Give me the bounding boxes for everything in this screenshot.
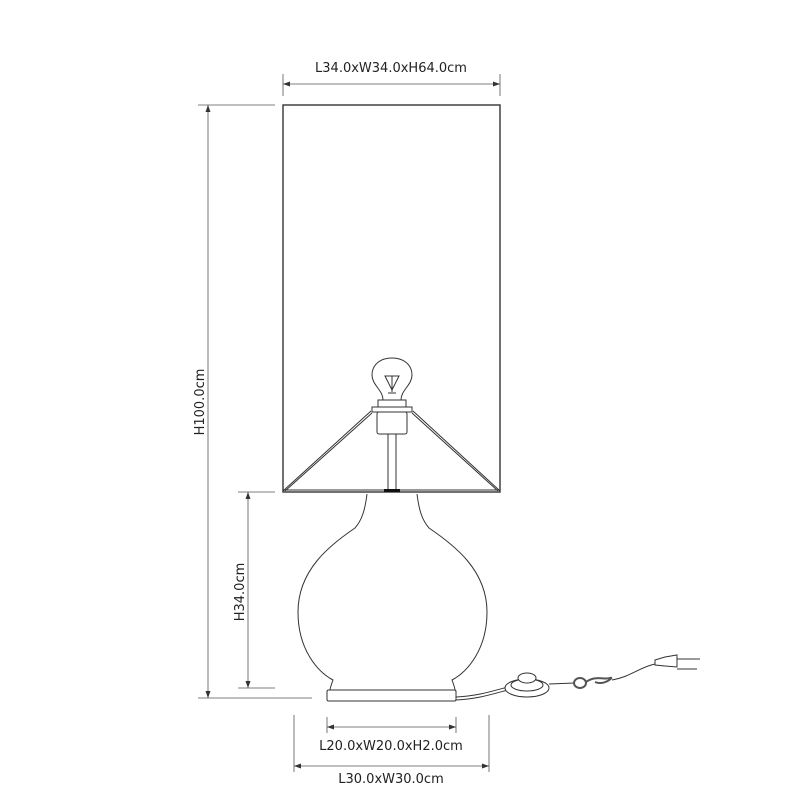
light-bulb-icon xyxy=(371,357,413,401)
shade-frame xyxy=(282,410,501,492)
foot-dimension-label: L20.0xW20.0xH2.0cm xyxy=(319,739,463,754)
base-height-label: H34.0cm xyxy=(233,563,248,622)
lamp-socket xyxy=(371,399,413,435)
lamp-vase xyxy=(297,493,488,691)
power-cord xyxy=(455,654,700,701)
shade-width-dimension: L34.0xW34.0xH64.0cm xyxy=(282,61,501,96)
lamp-stem xyxy=(387,432,397,492)
foot-width-dimension: L20.0xW20.0xH2.0cm xyxy=(319,717,463,754)
total-height-dimension: H100.0cm xyxy=(193,104,312,699)
total-height-label: H100.0cm xyxy=(193,369,208,436)
footprint-dimension: L30.0xW30.0cm xyxy=(293,715,490,787)
lamp-foot xyxy=(326,689,457,702)
base-height-dimension: H34.0cm xyxy=(233,491,275,689)
footprint-dimension-label: L30.0xW30.0cm xyxy=(338,772,444,787)
shade-dimension-label: L34.0xW34.0xH64.0cm xyxy=(315,61,467,76)
